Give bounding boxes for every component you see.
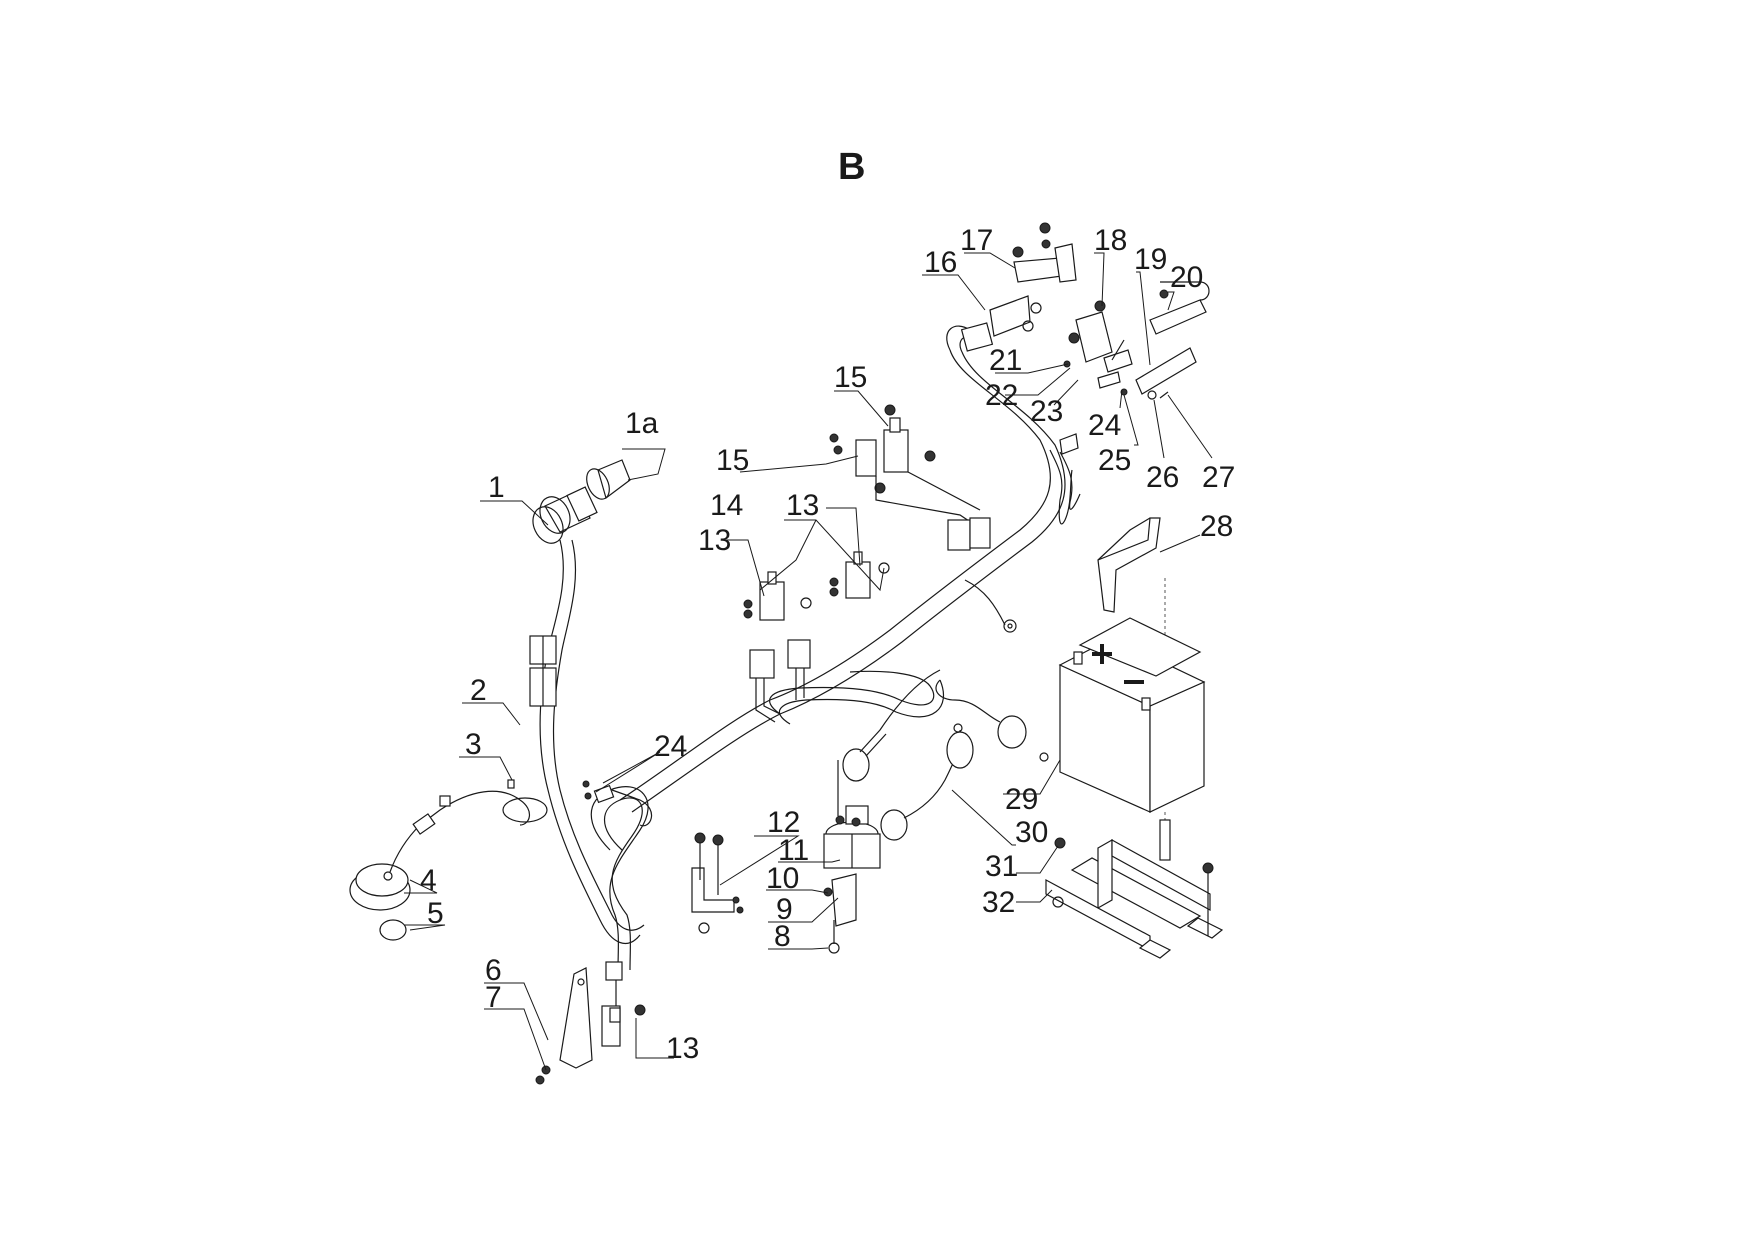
callout-20: 20 [1170, 261, 1204, 294]
callout-13a: 13 [698, 524, 732, 557]
callout-11: 11 [778, 834, 810, 867]
battery-strap [1097, 517, 1166, 640]
callout-2: 2 [470, 674, 487, 707]
callout-27: 27 [1202, 461, 1236, 494]
callout-23: 23 [1030, 395, 1064, 428]
battery-terminal-symbols [1092, 644, 1144, 684]
callout-9: 9 [776, 893, 793, 926]
switch-left [743, 571, 812, 723]
callout-6: 6 [485, 954, 502, 987]
callout-28: 28 [1200, 510, 1234, 543]
callout-19: 19 [1134, 243, 1168, 276]
callout-13b: 13 [786, 489, 820, 522]
callout-7: 7 [485, 981, 502, 1014]
callout-30: 30 [1015, 816, 1049, 849]
callout-21: 21 [989, 344, 1023, 377]
ground-wire [964, 579, 1017, 633]
callout-12: 12 [767, 806, 801, 839]
relay-bracket-12 [691, 832, 744, 934]
callout-15a: 15 [716, 444, 750, 477]
starter-relay [823, 760, 881, 869]
cable-tie [502, 779, 548, 823]
harness-connector [529, 635, 557, 707]
callout-32: 32 [982, 886, 1016, 919]
switch-right [787, 551, 890, 700]
callout-13c: 13 [666, 1032, 700, 1065]
battery-tray [1045, 819, 1224, 959]
callout-5: 5 [427, 897, 444, 930]
lever-assembly [1059, 281, 1210, 455]
battery [1058, 617, 1206, 840]
callout-29: 29 [1005, 783, 1039, 816]
callout-24b: 24 [654, 730, 688, 763]
callout-22: 22 [985, 379, 1019, 412]
callout-31: 31 [985, 850, 1019, 883]
callout-18: 18 [1094, 224, 1128, 257]
connector-holder [960, 222, 1077, 352]
mounting-bracket [535, 967, 593, 1085]
callout-4: 4 [420, 864, 437, 897]
callout-8: 8 [774, 920, 791, 953]
horn [349, 790, 530, 911]
callout-15b: 15 [834, 361, 868, 394]
callout-25: 25 [1098, 444, 1132, 477]
callout-16: 16 [924, 246, 958, 279]
switch-13-bottom [601, 961, 646, 1047]
callout-1: 1 [488, 471, 505, 504]
horn-clip [379, 919, 407, 941]
battery-cable [842, 669, 1049, 841]
relay-bracket-9 [823, 873, 857, 954]
callout-10: 10 [766, 862, 800, 895]
callout-26: 26 [1146, 461, 1180, 494]
callout-17: 17 [960, 224, 994, 257]
callout-3: 3 [465, 728, 482, 761]
callout-14: 14 [710, 489, 744, 522]
callout-1a: 1a [625, 407, 659, 440]
callout-24a: 24 [1088, 409, 1122, 442]
section-title: B [838, 146, 866, 188]
ignition-switch [532, 486, 598, 544]
leader-lines [404, 252, 1213, 1071]
switch-assembly-15 [829, 404, 991, 551]
